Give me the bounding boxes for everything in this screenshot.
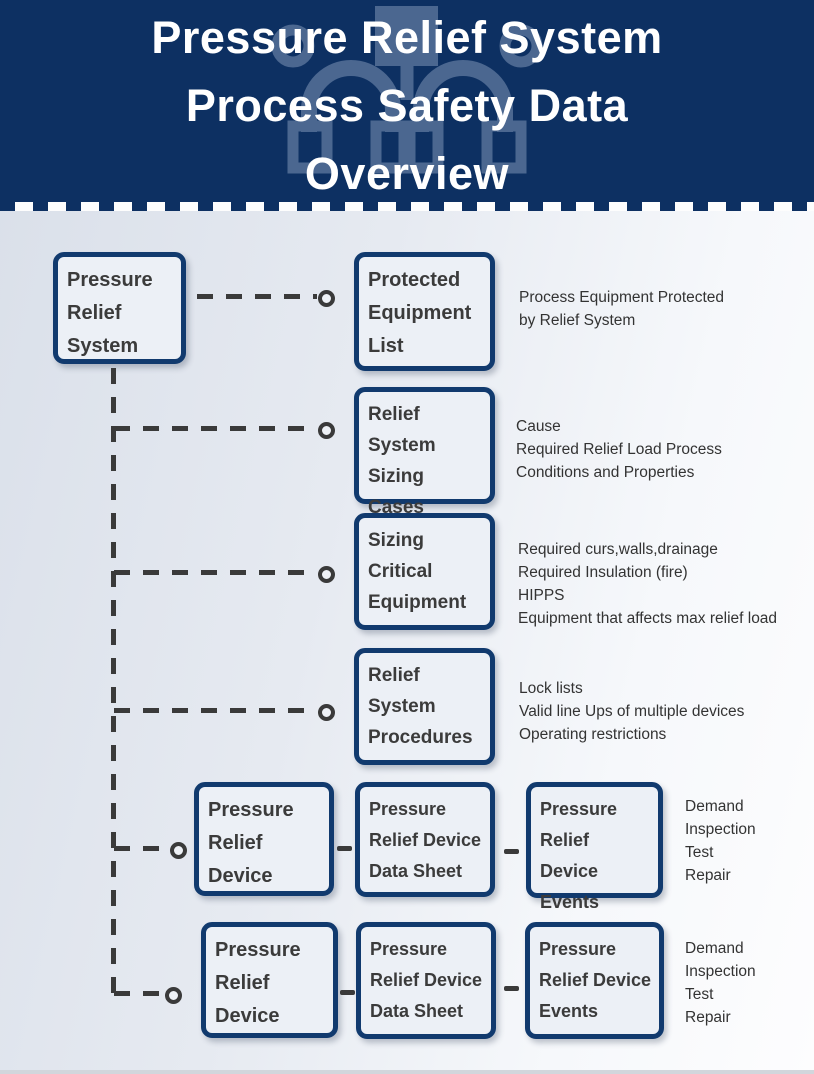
header-dashed-divider [0,202,814,211]
link-datasheet2-to-events2 [504,986,519,991]
node-sizing-critical-equipment: Sizing Critical Equipment [354,513,495,630]
link-datasheet1-to-events1 [504,849,519,854]
connector-terminator-circle-1 [318,290,335,307]
node-prd-events-1: Pressure Relief Device Events [526,782,663,912]
note-protected-equipment-list: Process Equipment Protected by Relief Sy… [519,289,725,329]
header-banner: Pressure Relief System Process Safety Da… [0,0,814,202]
node-pressure-relief-device-1: Pressure Relief Device [194,782,334,896]
connector-terminator-circle-6 [165,987,182,1004]
node-protected-equipment-list: Protected Equipment List [354,252,495,371]
connector-branch-sizing-cases [114,426,317,431]
node-prd-data-sheet-1: Pressure Relief Device Data Sheet [355,782,495,897]
connector-branch-critical-equipment [114,570,317,575]
connector-terminator-circle-5 [170,842,187,859]
node-relief-system-procedures: Relief System Procedures [354,648,495,765]
note-relief-system-procedures: Lock lists Valid line Ups of multiple de… [519,680,745,743]
connector-branch-prd-2 [114,991,166,996]
link-prd2-to-datasheet2 [340,990,355,995]
connector-branch-prd-1 [114,846,169,851]
node-prd-data-sheet-2: Pressure Relief Device Data Sheet [356,922,496,1039]
node-pressure-relief-device-2: Pressure Relief Device [201,922,338,1038]
connector-terminator-circle-4 [318,704,335,721]
node-prd-events-2: Pressure Relief Device Events [525,922,664,1039]
note-prd-events-1: Demand Inspection Test Repair [685,798,756,884]
connector-terminator-circle-3 [318,566,335,583]
connector-root-to-protected-equipment [197,294,317,299]
connector-branch-procedures [114,708,317,713]
node-pressure-relief-system: Pressure Relief System [53,252,186,364]
footer-strip [0,1070,814,1074]
link-prd1-to-datasheet1 [337,846,352,851]
note-sizing-critical-equipment: Required curs,walls,drainage Required In… [518,541,778,627]
pressure-relief-valve-piping-icon [271,6,543,174]
connector-terminator-circle-2 [318,422,335,439]
page-title: Pressure Relief System Process Safety Da… [151,12,663,199]
node-relief-system-sizing-cases: Relief System Sizing Cases [354,387,495,518]
note-prd-events-2: Demand Inspection Test Repair [685,940,756,1026]
note-relief-system-sizing-cases: Cause Required Relief Load Process Condi… [516,418,722,481]
connector-trunk-vertical [111,368,116,995]
